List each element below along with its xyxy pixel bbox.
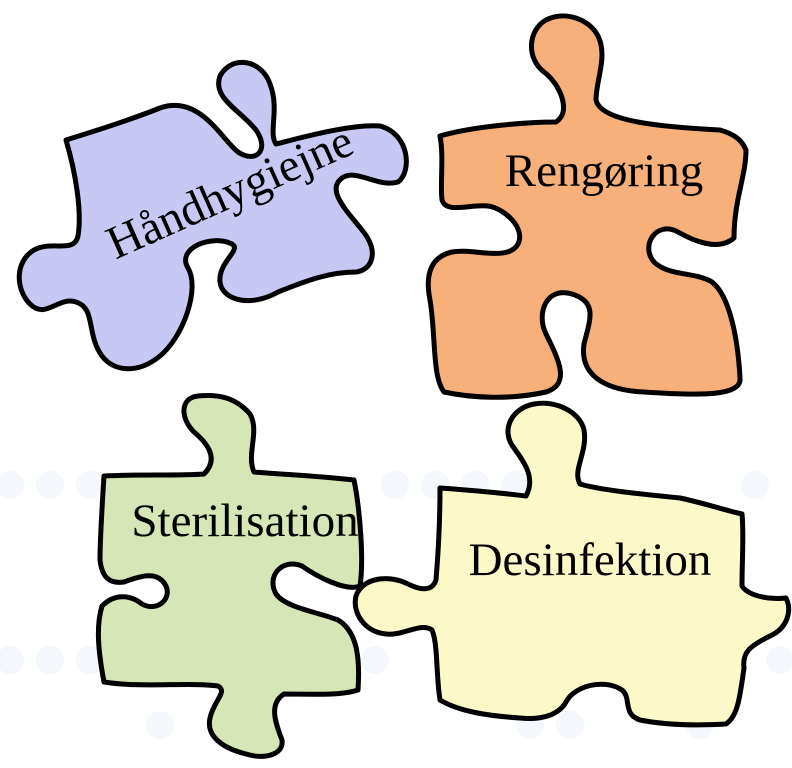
puzzle-piece-rengoering-shape — [425, 13, 749, 400]
puzzle-piece-haandhygiejne-shape — [16, 59, 409, 372]
piece-label-sterilisation: Sterilisation — [131, 495, 358, 547]
puzzle-piece-sterilisation: Sterilisation — [95, 393, 365, 759]
piece-label-rengoering: Rengøring — [505, 145, 703, 197]
piece-label-desinfektion: Desinfektion — [469, 534, 712, 586]
puzzle-piece-haandhygiejne: Håndhygiejne — [16, 59, 409, 372]
puzzle-piece-sterilisation-shape — [95, 393, 365, 759]
puzzle-piece-desinfektion: Desinfektion — [352, 400, 792, 728]
puzzle-piece-rengoering: Rengøring — [425, 13, 749, 400]
puzzle-piece-desinfektion-shape — [352, 400, 792, 728]
